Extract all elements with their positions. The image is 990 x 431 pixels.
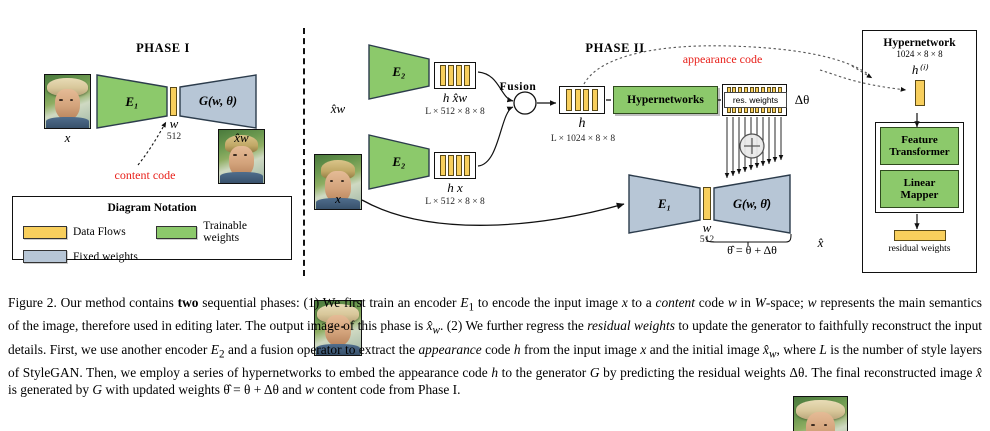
- hypernetwork-input-label: h⁽ⁱ⁾: [911, 62, 928, 77]
- legend-swatch-blue: [23, 250, 67, 263]
- phase1-output-label: x̂w: [234, 130, 249, 145]
- phase2-latent-label: w: [702, 220, 712, 235]
- feature-transformer-line1: Feature: [901, 133, 938, 146]
- content-code-annotation: content code: [114, 168, 176, 182]
- legend-swatch-green: [155, 225, 198, 239]
- hypernetwork-panel: Hypernetwork 1024 × 8 × 8 h⁽ⁱ⁾ Feature T…: [862, 30, 977, 273]
- legend-label-trainable: Trainable weights: [203, 220, 247, 244]
- linear-mapper-line2: Mapper: [900, 189, 939, 201]
- phase2-output-image: [793, 396, 848, 431]
- phase-2-title: PHASE II: [585, 40, 645, 55]
- phase2-bottom-feature-bars: [434, 152, 476, 179]
- feature-transformer-line2: Transformer: [889, 146, 950, 158]
- phase2-top-input-image: [314, 154, 362, 210]
- phase2-bottom-encoder-e2: E₂: [368, 134, 430, 190]
- hypernetwork-inner-modules: Feature Transformer Linear Mapper: [875, 122, 964, 213]
- phase2-top-feature-dims: L × 512 × 8 × 8: [425, 107, 485, 117]
- feature-transformer-block: Feature Transformer: [880, 127, 959, 165]
- figure-caption: Figure 2. Our method contains two sequen…: [8, 295, 982, 398]
- legend-label-fixed: Fixed weights: [73, 250, 138, 263]
- phase2-encoder-e1: E₁: [628, 174, 701, 234]
- legend-label-data-flows: Data Flows: [73, 226, 126, 238]
- phase1-output-image: [218, 129, 265, 184]
- legend-title: Diagram Notation: [107, 202, 197, 214]
- phase2-fused-dims: L × 1024 × 8 × 8: [550, 134, 616, 144]
- phase2-top-feature-label: h x̂w: [442, 89, 468, 105]
- res-weights-label: res. weights: [724, 92, 787, 108]
- linear-mapper-line1: Linear: [903, 176, 936, 189]
- phase2-top-input-label: x̂w: [330, 101, 346, 116]
- linear-mapper-block: Linear Mapper: [880, 170, 959, 208]
- delta-theta-label: Δθ: [794, 91, 810, 107]
- hypernetwork-output-label: residual weights: [888, 244, 951, 254]
- phase1-generator-g: G(w, θ): [179, 74, 257, 129]
- legend-swatch-yellow: [23, 225, 67, 239]
- legend-item-data-flows: Data Flows: [23, 220, 156, 244]
- phase-1-title: PHASE I: [136, 40, 190, 55]
- phase2-top-feature-bars: [434, 62, 476, 89]
- hypernetwork-panel-title: Hypernetwork: [883, 37, 956, 49]
- hypernetwork-input-bar: [914, 80, 925, 106]
- phase-divider: [303, 28, 305, 276]
- phase2-latent-bar: [703, 187, 711, 220]
- phase1-latent-bar: [170, 87, 177, 116]
- phase1-input-image: [44, 74, 91, 129]
- phase2-bottom-feature-label: h x: [447, 179, 463, 195]
- hypernetworks-label: Hypernetworks: [627, 94, 704, 106]
- phase2-bottom-input-image: [314, 300, 362, 356]
- phase2-generator-g: G(w, θ̂): [713, 174, 791, 234]
- phase1-input-label: x: [64, 130, 71, 145]
- legend-item-fixed: Fixed weights: [23, 250, 281, 263]
- fusion-label: Fusion: [499, 81, 537, 93]
- phase1-encoder-e1: E₁: [96, 74, 168, 129]
- appearance-code-annotation: appearance code: [682, 52, 763, 66]
- phase2-bottom-feature-dims: L × 512 × 8 × 8: [425, 197, 485, 207]
- hypernetwork-panel-subtitle: 1024 × 8 × 8: [896, 49, 943, 59]
- phase2-fused-label: h: [578, 116, 586, 131]
- legend-item-trainable: Trainable weights: [155, 220, 281, 244]
- hypernetworks-box: Hypernetworks: [613, 86, 718, 114]
- theta-update-label: θ̂ = θ + Δθ: [727, 243, 777, 257]
- phase1-latent-dim: 512: [166, 132, 182, 142]
- legend-box: Diagram Notation Data Flows Trainable we…: [12, 196, 292, 263]
- phase2-fused-bars: [559, 86, 605, 114]
- phase2-output-label: x̂: [817, 235, 824, 250]
- phase2-bottom-input-label: x: [335, 191, 341, 206]
- hypernetwork-output-bar: [893, 230, 946, 241]
- phase1-latent-label: w: [169, 116, 179, 131]
- phase2-top-encoder-e2: E₂: [368, 44, 430, 100]
